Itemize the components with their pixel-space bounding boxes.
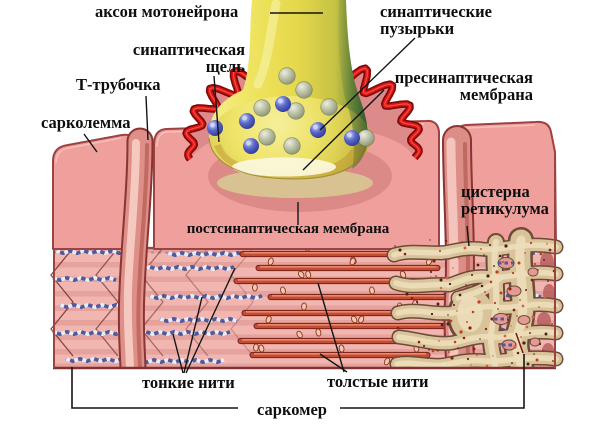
label-presynaptic-membrane: пресинаптическая мембрана [394, 68, 533, 105]
sarcomere-bracket [71, 332, 525, 409]
t-tubule-left [117, 127, 154, 369]
fiber-edges [53, 152, 556, 370]
label-sarcomere: саркомер [257, 400, 327, 419]
synaptic-vesicles [207, 67, 375, 155]
pointer-lines [83, 12, 470, 374]
label-thick-filaments: толстые нити [327, 372, 429, 391]
label-t-tubule: Т-трубочка [76, 75, 161, 94]
reticulum-network [386, 227, 564, 369]
label-axon-of-motoneuron: аксон мотонейрона [95, 2, 239, 21]
label-synaptic-cleft: синаптическая щель [132, 40, 245, 77]
label-synaptic-vesicles: синаптические пузырьки [380, 2, 492, 39]
label-sarcolemma: сарколемма [41, 113, 131, 132]
label-postsynaptic-membrane: постсинаптическая мембрана [186, 221, 390, 237]
label-reticulum-cisterna: цистерна ретикулума [461, 182, 549, 219]
label-thin-filaments: тонкие нити [142, 373, 235, 392]
